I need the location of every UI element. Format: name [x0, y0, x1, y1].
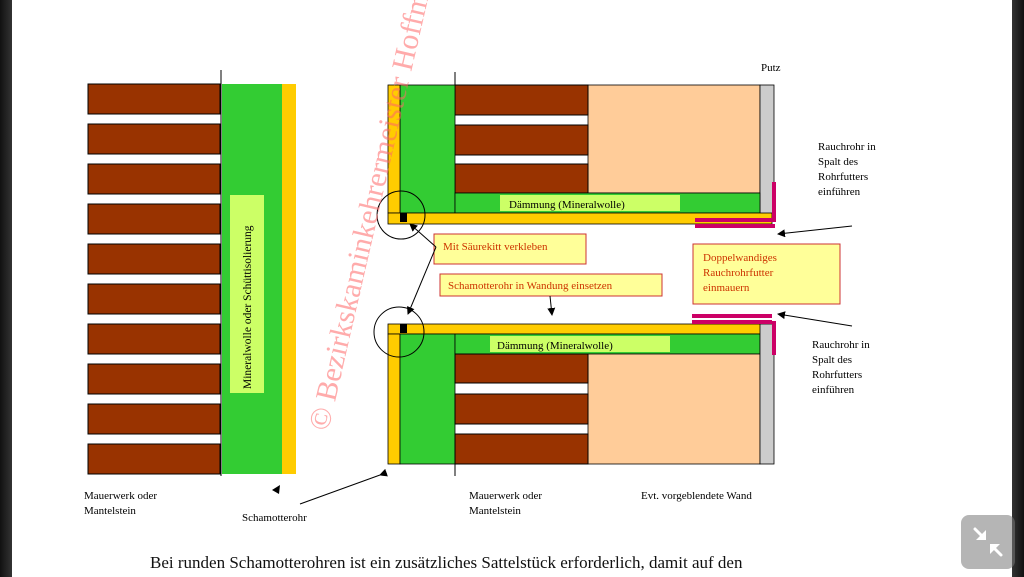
left-frame-edge	[0, 0, 12, 577]
lower-wall-block	[387, 323, 775, 476]
putz-label: Putz	[761, 62, 781, 74]
mauerwerk-left-label: Mauerwerk oder Mantelstein	[84, 490, 160, 517]
rauchrohr-top-label: Rauchrohr in Spalt des Rohrfutters einfü…	[818, 141, 878, 198]
schamotterohr-wandung-text: Schamotterohr in Wandung einsetzen	[448, 280, 613, 292]
doppelwandig-text: Doppelwandiges Rauchrohrfutter einmauern	[703, 252, 780, 294]
joint-highlight-circle-bottom	[373, 306, 425, 358]
saeurekitt-text: Mit Säurekitt verkleben	[443, 241, 548, 253]
caption-text: Bei runden Schamotterohren ist ein zusät…	[150, 553, 743, 572]
lower-pipe-sleeve	[692, 314, 776, 355]
upper-wall-block	[387, 72, 775, 225]
right-frame-edge	[1012, 0, 1024, 577]
upper-pipe-sleeve	[695, 182, 776, 228]
mineralwolle-label-box	[230, 195, 264, 393]
mineralwolle-label: Mineralwolle oder Schüttisolierung	[242, 225, 254, 389]
vorgeblendete-wand-label: Evt. vorgeblendete Wand	[641, 490, 752, 502]
zoom-toggle-button[interactable]	[961, 515, 1015, 569]
mauerwerk-right-label: Mauerwerk oder Mantelstein	[469, 490, 545, 517]
joint-highlight-circle-top	[376, 190, 426, 240]
annotation-arrows	[299, 223, 853, 505]
document-page: Mineralwolle oder Schüttisolierung Dämmu…	[12, 0, 1012, 577]
shrink-arrows-icon	[973, 527, 1003, 557]
left-brick-wall	[87, 83, 221, 475]
doppelwandig-callout	[692, 243, 841, 305]
schamotterohr-arrow-tip	[272, 485, 280, 494]
daemmung-top-label: Dämmung (Mineralwolle)	[509, 199, 625, 211]
left-chamotte-pipe	[282, 84, 296, 474]
schamotterohr-wandung-callout	[439, 273, 663, 297]
daemmung-bottom-label: Dämmung (Mineralwolle)	[497, 340, 613, 352]
saeurekitt-callout	[433, 233, 587, 265]
rauchrohr-bottom-label: Rauchrohr in Spalt des Rohrfutters einfü…	[812, 339, 872, 396]
chimney-diagram: Mineralwolle oder Schüttisolierung Dämmu…	[84, 0, 878, 524]
schamotterohr-label: Schamotterohr	[242, 512, 307, 524]
